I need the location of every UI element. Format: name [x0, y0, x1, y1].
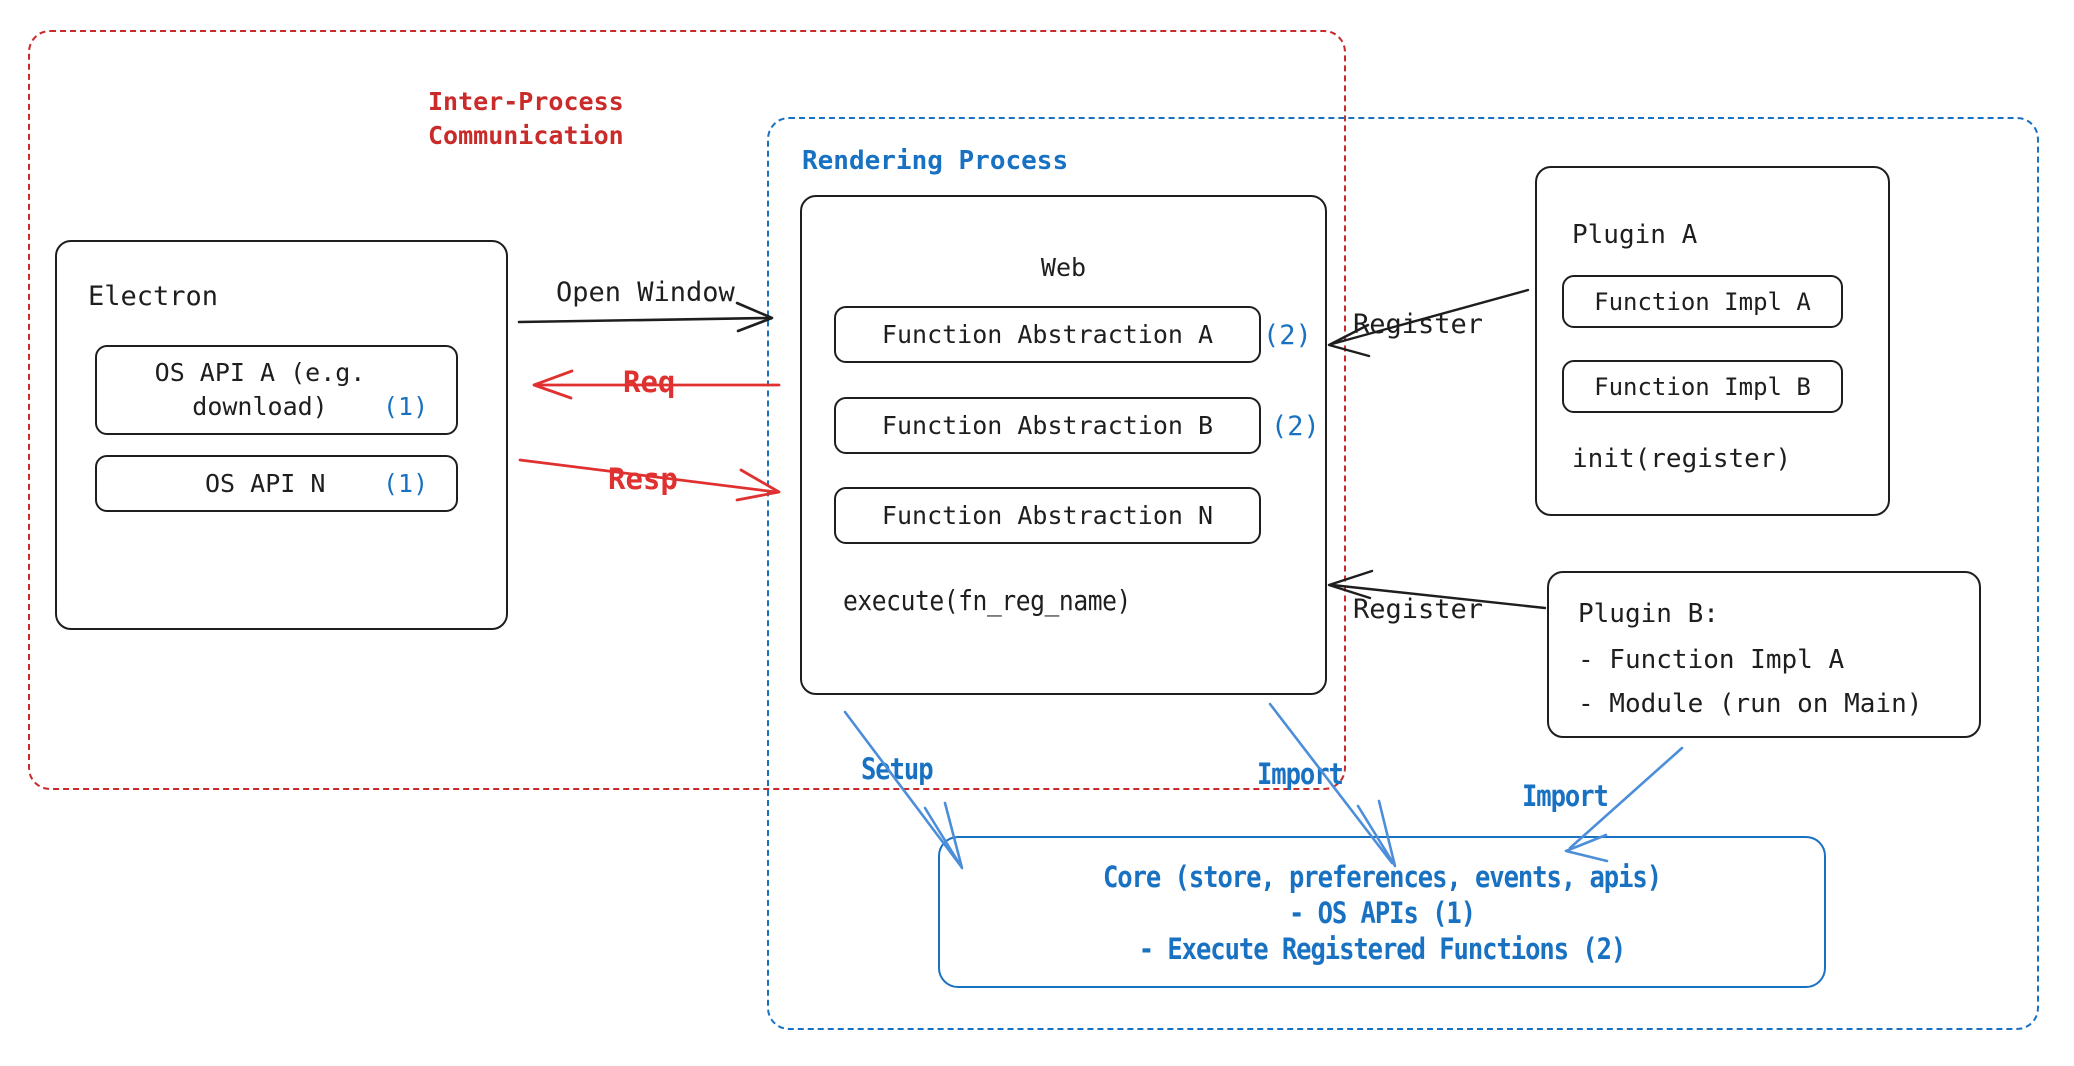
function-impl-b-box[interactable] — [1562, 360, 1843, 413]
os-api-n-box[interactable] — [95, 455, 458, 512]
ipc-container — [28, 30, 1346, 790]
function-abstraction-a-box[interactable] — [834, 306, 1261, 363]
web-box — [800, 195, 1327, 695]
electron-title: Electron — [88, 281, 219, 312]
os-api-a-badge: (1) — [383, 392, 429, 421]
plugin-b-title: Plugin B: — [1578, 599, 1719, 629]
plugin-b-box — [1547, 571, 1981, 738]
plugin-a-title: Plugin A — [1572, 220, 1698, 250]
rendering-process-label: Rendering Process — [802, 146, 1069, 176]
ipc-label-line1: Inter-Process — [428, 87, 624, 116]
edge-label-register-a: Register — [1353, 309, 1484, 340]
edge-label-resp: Resp — [608, 462, 678, 496]
core-line-1: Core (store, preferences, events, apis) — [1102, 860, 1662, 894]
function-abstraction-b-label: Function Abstraction B — [881, 411, 1214, 440]
function-abstraction-a-badge: (2) — [1263, 320, 1312, 351]
os-api-n-badge: (1) — [383, 469, 429, 498]
edge-label-register-b: Register — [1353, 594, 1484, 625]
plugin-a-init-label: init(register) — [1572, 444, 1792, 474]
os-api-a-box[interactable] — [95, 345, 458, 435]
os-api-n-label: OS API N — [205, 469, 326, 498]
function-impl-a-label: Function Impl A — [1594, 288, 1811, 316]
function-abstraction-b-badge: (2) — [1271, 411, 1320, 442]
edge-label-req: Req — [623, 365, 676, 399]
os-api-a-label-line1: OS API A (e.g. — [154, 358, 366, 387]
web-execute-label: execute(fn_reg_name) — [843, 584, 1131, 617]
function-abstraction-n-label: Function Abstraction N — [881, 501, 1214, 530]
function-impl-a-box[interactable] — [1562, 275, 1843, 328]
function-abstraction-a-label: Function Abstraction A — [881, 320, 1214, 349]
electron-box — [55, 240, 508, 630]
plugin-b-item-2: - Module (run on Main) — [1578, 689, 1923, 719]
function-abstraction-n-box[interactable] — [834, 487, 1261, 544]
rendering-process-container — [767, 117, 2039, 1030]
edge-label-setup: Setup — [861, 752, 934, 786]
web-title: Web — [1040, 253, 1087, 282]
ipc-label-line2: Communication — [428, 121, 624, 150]
plugin-b-item-1: - Function Impl A — [1578, 645, 1845, 675]
os-api-a-label-line2: download) — [192, 392, 328, 421]
core-line-3: - Execute Registered Functions (2) — [1138, 932, 1627, 966]
edge-label-import-plugin-b: Import — [1522, 779, 1609, 813]
edge-label-open-window: Open Window — [556, 277, 735, 308]
edge-label-import-web: Import — [1257, 757, 1344, 791]
core-line-2: - OS APIs (1) — [1288, 896, 1476, 930]
plugin-a-box — [1535, 166, 1890, 516]
function-impl-b-label: Function Impl B — [1594, 373, 1811, 401]
function-abstraction-b-box[interactable] — [834, 397, 1261, 454]
